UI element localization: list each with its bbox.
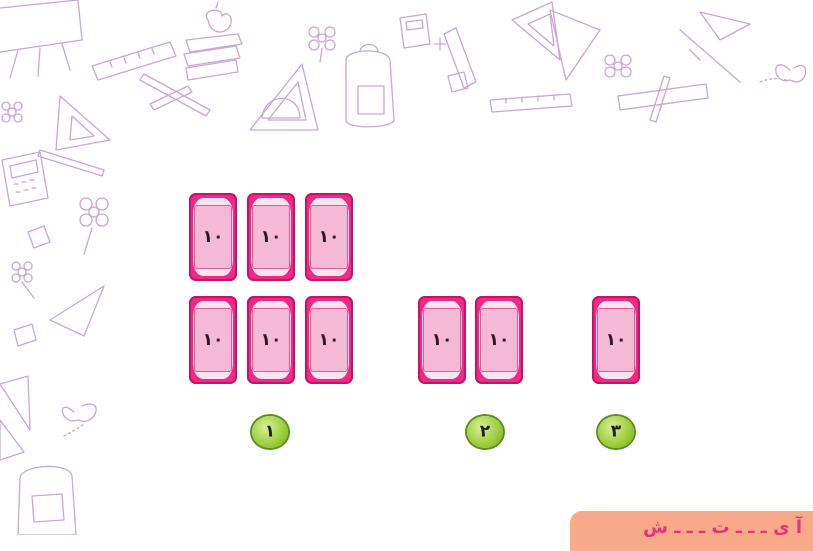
flower-icon <box>309 27 335 62</box>
ten-card[interactable]: ۱۰ <box>305 296 353 384</box>
eraser-icon <box>448 72 468 92</box>
butterfly-icon-2 <box>62 404 96 436</box>
ten-card[interactable]: ۱۰ <box>189 193 237 281</box>
flower-icon-4 <box>80 198 108 254</box>
plus-sign-icon <box>434 38 446 50</box>
option-badge-1[interactable]: ۱ <box>252 416 288 448</box>
ten-card[interactable]: ۱۰ <box>305 193 353 281</box>
set-square-icon-2 <box>512 2 600 80</box>
backpack-icon-2 <box>18 466 76 535</box>
calculator-icon-2 <box>2 152 48 206</box>
ten-card[interactable]: ۱۰ <box>189 296 237 384</box>
option-number: ۲ <box>467 422 503 442</box>
ten-card[interactable]: ۱۰ <box>475 296 523 384</box>
card-value: ۱۰ <box>189 227 237 247</box>
option-badge-2[interactable]: ۲ <box>467 416 503 448</box>
card-value: ۱۰ <box>247 227 295 247</box>
card-value: ۱۰ <box>305 227 353 247</box>
apple-icon <box>206 2 231 32</box>
compass-icon <box>680 12 750 82</box>
card-value: ۱۰ <box>418 330 466 350</box>
eraser-icon-2 <box>28 226 50 248</box>
card-value: ۱۰ <box>247 330 295 350</box>
flower-icon-5 <box>12 262 34 298</box>
set-square-icon-4 <box>50 286 104 336</box>
card-value: ۱۰ <box>592 330 640 350</box>
ruler-icon-3 <box>490 94 572 112</box>
flower-icon-3 <box>2 102 22 122</box>
pencil-icon-2 <box>38 150 104 176</box>
ruler-icon-4 <box>618 84 708 110</box>
option-number: ۳ <box>598 422 634 442</box>
card-value: ۱۰ <box>475 330 523 350</box>
ruler-icon <box>92 42 176 80</box>
books-icon <box>184 34 242 80</box>
set-square-icon <box>250 64 318 130</box>
pencil-icon <box>650 76 670 122</box>
option-number: ۱ <box>252 422 288 442</box>
title-banner: آ ی ـ ـ ـ ت ـ ـ ـ ش <box>570 511 813 551</box>
flower-icon-2 <box>605 55 631 77</box>
ten-card[interactable]: ۱۰ <box>247 193 295 281</box>
backpack-icon <box>346 45 394 127</box>
school-doodles-background <box>0 0 813 535</box>
set-square-icon-3 <box>56 96 110 150</box>
set-square-icon-5 <box>0 376 30 460</box>
option-badge-3[interactable]: ۳ <box>598 416 634 448</box>
card-value: ۱۰ <box>305 330 353 350</box>
ten-card[interactable]: ۱۰ <box>247 296 295 384</box>
butterfly-icon <box>760 65 806 82</box>
ten-card[interactable]: ۱۰ <box>592 296 640 384</box>
calculator-icon <box>400 14 430 48</box>
eraser-icon-3 <box>14 324 36 346</box>
card-value: ۱۰ <box>189 330 237 350</box>
pencils-icon <box>140 74 210 116</box>
ten-card[interactable]: ۱۰ <box>418 296 466 384</box>
easel-icon <box>0 0 82 78</box>
